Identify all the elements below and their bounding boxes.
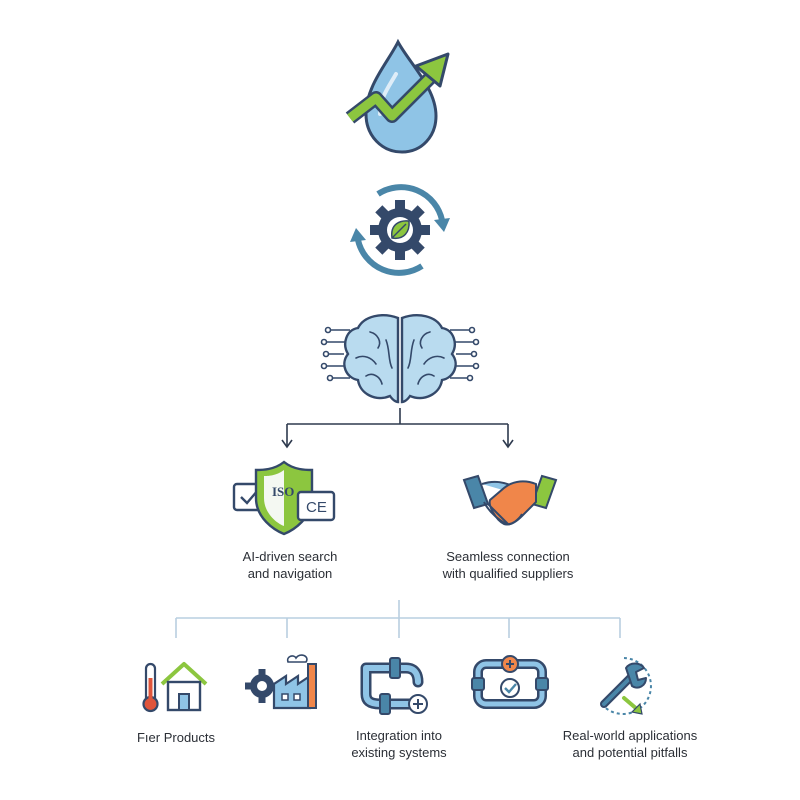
pipe-integration-icon bbox=[360, 657, 428, 715]
bottom-label-1: Fıer Products bbox=[116, 729, 236, 746]
certification-label: AI-driven search and navigation bbox=[190, 548, 390, 582]
water-drop-growth-icon bbox=[345, 38, 450, 154]
certification-shield-icon: ISO CE bbox=[232, 460, 336, 536]
gear-leaf-cycle-icon bbox=[350, 184, 450, 276]
certification-label-line1: AI-driven search bbox=[242, 549, 338, 564]
bottom-label-5-line1: Real-world applications bbox=[562, 728, 698, 743]
bottom-label-3-line1: Integration into bbox=[355, 728, 442, 743]
ai-brain-circuit-icon bbox=[320, 314, 480, 404]
wrench-arrow-icon bbox=[599, 657, 652, 715]
home-thermometer-icon bbox=[142, 662, 208, 713]
handshake-label-line1: Seamless connection bbox=[446, 549, 570, 564]
bottom-label-5-line2: and potential pitfalls bbox=[572, 745, 688, 760]
pipe-check-icon bbox=[471, 655, 549, 709]
handshake-label-line2: with qualified suppliers bbox=[442, 566, 574, 581]
bottom-label-1-line1: Fıer Products bbox=[136, 730, 216, 745]
certification-label-line2: and navigation bbox=[247, 566, 333, 581]
shield-iso-text: ISO bbox=[272, 484, 294, 499]
factory-gears-icon bbox=[245, 654, 317, 710]
badge-ce-text: CE bbox=[306, 499, 327, 516]
handshake-label: Seamless connection with qualified suppl… bbox=[408, 548, 608, 582]
bottom-label-3-line2: existing systems bbox=[351, 745, 447, 760]
bottom-label-3: Integration into existing systems bbox=[314, 727, 484, 761]
handshake-icon bbox=[462, 474, 558, 526]
bottom-label-5: Real-world applications and potential pi… bbox=[540, 727, 720, 761]
